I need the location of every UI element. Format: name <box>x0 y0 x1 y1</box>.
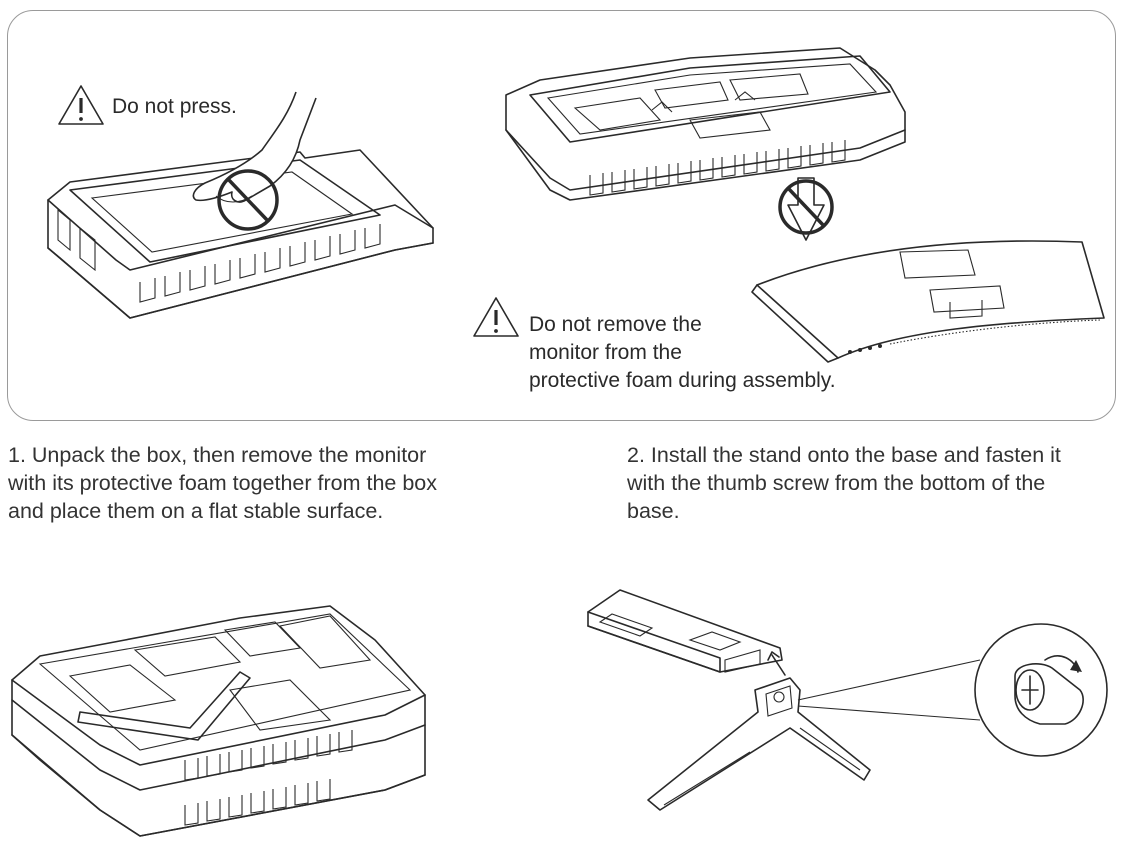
step-1-caption: 1. Unpack the box, then remove the monit… <box>8 441 528 525</box>
warning-do-not-remove: Do not remove the monitor from the prote… <box>529 311 889 395</box>
caption-line: 1. Unpack the box, then remove the monit… <box>8 443 427 467</box>
warning-triangle-icon <box>58 85 104 125</box>
warning-line: monitor from the <box>529 341 682 364</box>
caption-line: and place them on a flat stable surface. <box>8 499 384 523</box>
caption-line: 2. Install the stand onto the base and f… <box>627 443 1061 467</box>
warning-do-not-press: Do not press. <box>112 95 237 118</box>
curved-monitor-illustration <box>751 240 1105 363</box>
open-foam-box-with-stand-illustration <box>11 605 426 837</box>
step-2-caption: 2. Install the stand onto the base and f… <box>627 441 1117 525</box>
warning-triangle-icon <box>473 297 519 337</box>
warning-line: Do not remove the <box>529 313 702 336</box>
warning-panel <box>7 10 1116 421</box>
caption-line: with its protective foam together from t… <box>8 471 438 495</box>
no-entry-circle-icon <box>217 169 279 231</box>
thumb-screw-detail-icon <box>974 623 1108 757</box>
foam-tray-with-monitor-illustration <box>47 91 434 319</box>
foam-box-top-illustration <box>505 47 906 201</box>
caption-line: with the thumb screw from the bottom of … <box>627 471 1046 495</box>
warning-line: protective foam during assembly. <box>529 369 836 392</box>
rotate-arrow-icon <box>1070 660 1082 672</box>
caption-line: base. <box>627 499 680 523</box>
stand-and-base-illustration <box>587 589 981 811</box>
no-lift-arrow-icon <box>778 177 834 241</box>
